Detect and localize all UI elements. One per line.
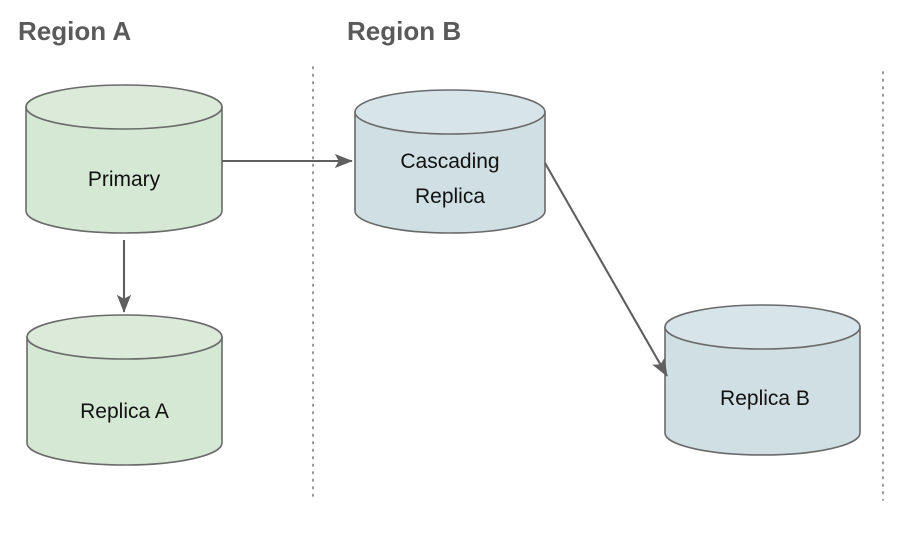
node-primary[interactable]: Primary	[25, 84, 223, 234]
region-a-label: Region A	[18, 16, 131, 46]
replica-a-label: Replica A	[80, 400, 169, 423]
replica-b-cylinder-top	[664, 304, 861, 350]
edge-cascading-replica-to-replica-b[interactable]	[544, 162, 668, 377]
replica-b-label: Replica B	[720, 387, 810, 410]
cascading-replica-cylinder-body	[354, 111, 546, 234]
cascading-replica-label-line-1: Cascading	[400, 150, 499, 173]
primary-label: Primary	[88, 168, 161, 191]
node-cascading-replica[interactable]: Cascading Replica	[354, 89, 546, 234]
primary-cylinder-top	[25, 84, 223, 130]
replica-a-cylinder-top	[26, 314, 223, 360]
region-b-label: Region B	[347, 16, 461, 46]
cascading-replica-cylinder-top	[354, 89, 546, 135]
cascading-replica-label-line-2: Replica	[415, 185, 485, 208]
node-replica-b[interactable]: Replica B	[664, 304, 861, 456]
primary-cylinder-body	[25, 106, 223, 234]
node-replica-a[interactable]: Replica A	[26, 314, 223, 466]
replica-a-cylinder-body	[26, 336, 223, 466]
replica-b-cylinder-body	[664, 326, 861, 456]
